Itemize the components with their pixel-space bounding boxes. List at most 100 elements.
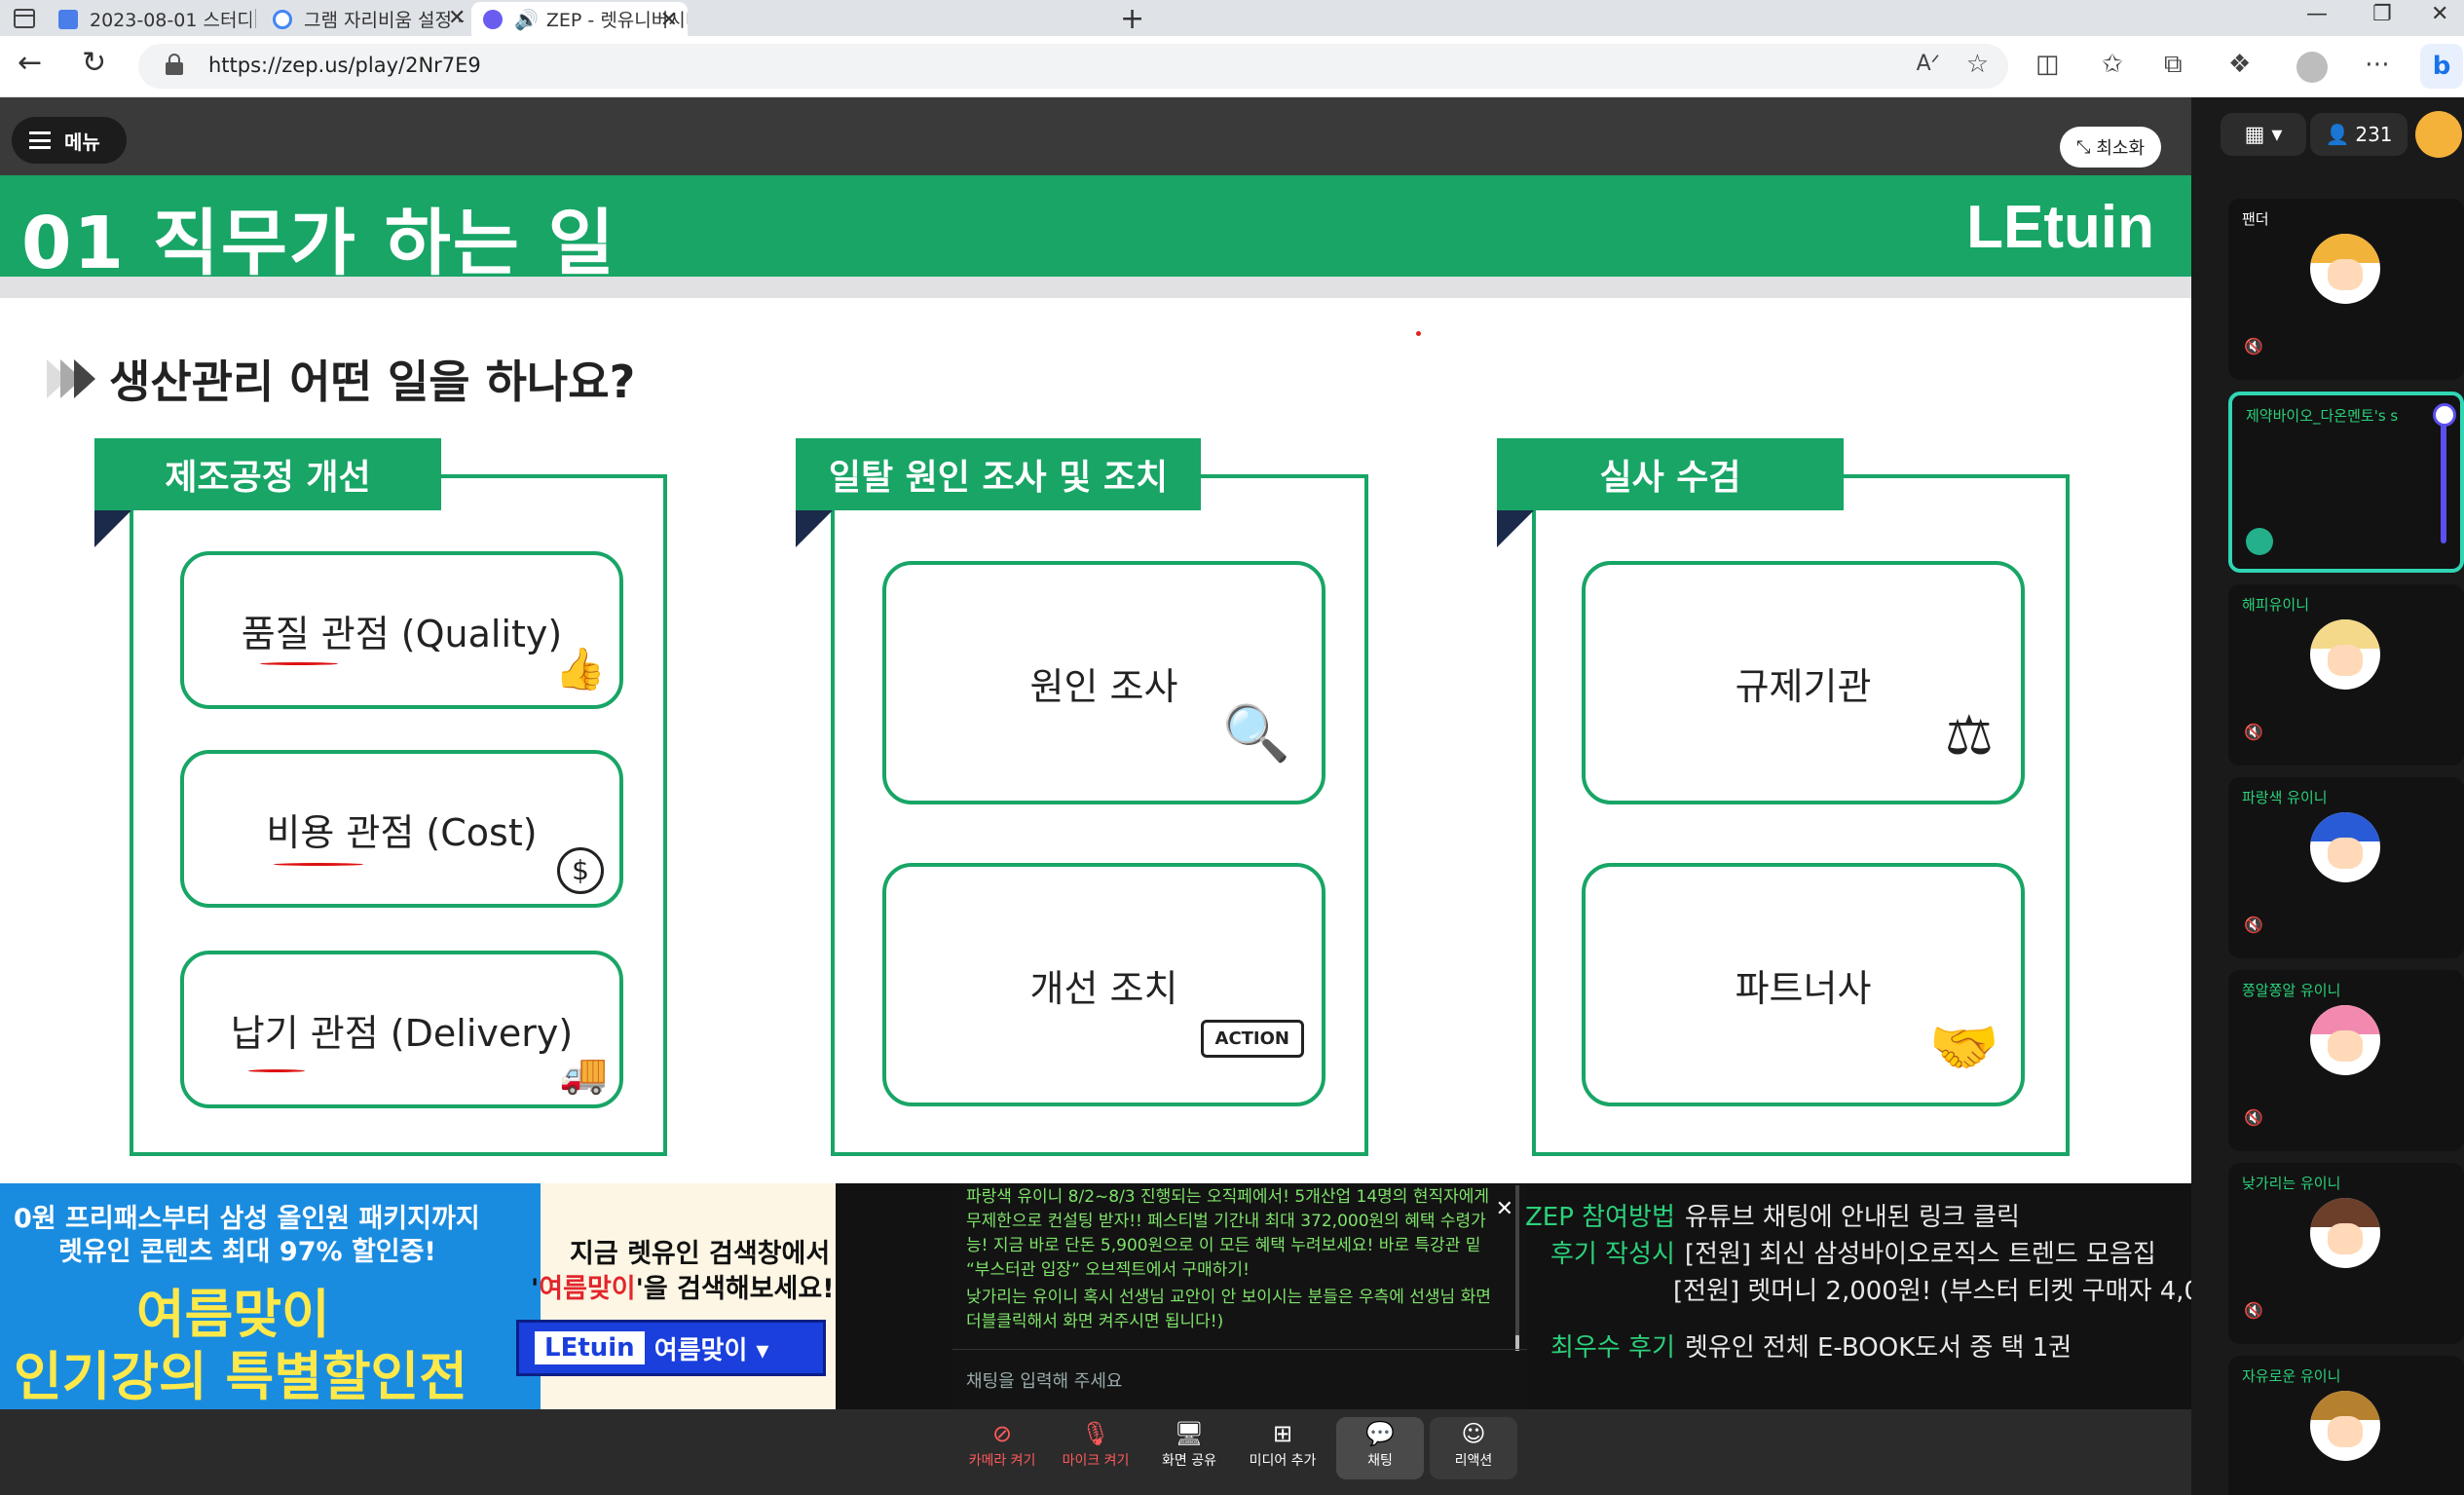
layout-grid-icon: ▦ ▾ — [2244, 122, 2283, 147]
my-avatar[interactable] — [2415, 111, 2462, 158]
close-tab-icon[interactable]: ✕ — [448, 6, 467, 30]
chat-input[interactable]: 채팅을 입력해 주세요 — [952, 1349, 1527, 1409]
more-options-icon[interactable]: ⋯ — [2365, 50, 2390, 79]
participant-tile[interactable]: 해피유이니 🔇 — [2228, 584, 2464, 766]
smile-icon: ☺ — [1461, 1420, 1486, 1447]
tab-google-search[interactable]: 그램 자리비움 설정 - Google 검 — [261, 2, 466, 36]
tab-zep[interactable]: 🔊 ZEP - 렛유니버시티 ✕ — [471, 2, 688, 36]
screen-share-button[interactable]: 🖥 화면 공유 — [1145, 1417, 1233, 1479]
ribbon-fold — [796, 510, 833, 547]
card-cost: 비용 관점 (Cost) $ — [180, 750, 623, 908]
shrink-arrows-icon: ⤡ — [2075, 136, 2091, 158]
reload-button[interactable]: ↻ — [82, 46, 107, 80]
action-button-icon: ACTION — [1200, 1020, 1304, 1058]
card-cause-investigation: 원인 조사 🔍 — [882, 561, 1325, 804]
handshake-icon: 🤝 — [1928, 1014, 1999, 1080]
thumbs-up-badge-icon: 👍 — [554, 645, 606, 692]
slide-header: 01 직무가 하는 일 LEtuin — [0, 175, 2191, 285]
participant-sidebar: ▦ ▾ 👤 231 팬더 🔇 제약바이오_다온멘토's s 해피유이니 🔇 파랑… — [2191, 97, 2464, 1495]
presentation-slide[interactable]: 01 직무가 하는 일 LEtuin 생산관리 어떤 일을 하나요? 제조공정 … — [0, 175, 2191, 1183]
new-tab-button[interactable]: + — [1120, 2, 1145, 36]
participant-tile[interactable]: 낮가리는 유이니 🔇 — [2228, 1163, 2464, 1344]
promo-left-panel — [0, 1183, 541, 1409]
url-field[interactable]: https://zep.us/play/2Nr7E9 Aᐟ ☆ — [138, 44, 2008, 89]
layout-toggle-button[interactable]: ▦ ▾ — [2221, 113, 2306, 156]
participant-tile[interactable]: 쫑알쫑알 유이니 🔇 — [2228, 970, 2464, 1151]
chevron-icon — [74, 359, 95, 398]
camera-toggle-button[interactable]: ⊘ 카메라 켜기 — [958, 1417, 1046, 1479]
slide-title: 01 직무가 하는 일 — [21, 202, 616, 285]
minimize-window-button[interactable]: — — [2306, 2, 2328, 26]
document-search-icon: 🔍 — [1222, 702, 1290, 766]
menu-button[interactable]: 메뉴 — [12, 117, 127, 164]
close-tab-icon[interactable]: ✕ — [659, 8, 678, 32]
promo-search-box: LEtuin 여름맞이 ▾ — [516, 1320, 826, 1376]
screen-share-icon: 🖥 — [1174, 1420, 1205, 1447]
back-button[interactable]: ← — [18, 46, 43, 80]
participant-tile[interactable]: 팬더 🔇 — [2228, 199, 2464, 380]
avatar — [2310, 1005, 2380, 1075]
extensions-icon[interactable]: ❖ — [2228, 50, 2252, 79]
avatar — [2310, 234, 2380, 304]
mic-off-icon: 🎙 — [1080, 1420, 1111, 1447]
participant-tile[interactable]: 자유로운 유이니 — [2228, 1356, 2464, 1495]
close-window-button[interactable]: ✕ — [2431, 2, 2449, 26]
sound-wave-icon — [2246, 528, 2273, 555]
speaker-icon[interactable]: 🔊 — [514, 7, 539, 31]
chat-icon: 💬 — [1365, 1420, 1395, 1447]
google-docs-icon — [58, 9, 78, 29]
profile-avatar[interactable] — [2296, 52, 2328, 83]
tab-study-sheet[interactable]: 2023-08-01 스터디시트 - Google — [47, 2, 251, 36]
mic-muted-icon: 🔇 — [2244, 723, 2263, 741]
scales-icon: ⚖ — [1944, 704, 1994, 767]
avatar — [2310, 1391, 2380, 1461]
delivery-truck-icon: 🚚 — [559, 1052, 608, 1097]
chat-panel: 파랑색 유이니 8/2~8/3 진행되는 오직페에서! 5개산업 14명의 현직… — [952, 1183, 1527, 1409]
game-background — [0, 97, 2191, 175]
favorites-icon[interactable]: ✩ — [2102, 50, 2123, 79]
mic-muted-icon: 🔇 — [2244, 1108, 2263, 1127]
restore-window-button[interactable]: ❐ — [2372, 2, 2392, 26]
participant-tile[interactable]: 파랑색 유이니 🔇 — [2228, 777, 2464, 958]
participant-tile-speaking[interactable]: 제약바이오_다온멘토's s — [2228, 392, 2464, 573]
mic-muted-icon: 🔇 — [2244, 1301, 2263, 1320]
media-controls: ⊘ 카메라 켜기 🎙 마이크 켜기 🖥 화면 공유 ⊞ 미디어 추가 💬 채팅 … — [0, 1409, 2191, 1495]
column-label-deviation: 일탈 원인 조사 및 조치 — [796, 438, 1201, 510]
chat-button[interactable]: 💬 채팅 — [1336, 1417, 1424, 1479]
column-label-audit: 실사 수검 — [1497, 438, 1844, 510]
tab-actions-icon[interactable] — [14, 9, 35, 28]
split-screen-icon[interactable]: ◫ — [2035, 50, 2060, 79]
participant-count-button[interactable]: 👤 231 — [2310, 113, 2408, 156]
card-quality: 품질 관점 (Quality) 👍 — [180, 551, 623, 709]
slide-subtitle-row: 생산관리 어떤 일을 하나요? — [47, 347, 635, 411]
browser-tab-bar: 2023-08-01 스터디시트 - Google 그램 자리비움 설정 - G… — [0, 0, 2464, 36]
add-media-button[interactable]: ⊞ 미디어 추가 — [1239, 1417, 1326, 1479]
hamburger-icon — [29, 131, 51, 149]
ribbon-fold — [1497, 510, 1534, 547]
read-aloud-icon[interactable]: Aᐟ — [1916, 52, 1940, 76]
favorite-star-icon[interactable]: ☆ — [1965, 50, 1989, 79]
promo-banner[interactable]: 0원 프리패스부터 삼성 올인원 패키지까지 렛유인 콘텐츠 최대 97% 할인… — [0, 1183, 836, 1409]
tab-separator — [255, 9, 256, 28]
ribbon-fold — [94, 510, 131, 547]
chat-close-icon[interactable]: ✕ — [1495, 1197, 1513, 1221]
address-bar: ← ↻ https://zep.us/play/2Nr7E9 Aᐟ ☆ ◫ ✩ … — [0, 36, 2464, 97]
volume-slider[interactable] — [2433, 403, 2456, 543]
chat-scrollbar[interactable] — [1515, 1185, 1519, 1351]
card-partner: 파트너사 🤝 — [1582, 863, 2025, 1106]
avatar — [2310, 619, 2380, 690]
zep-icon — [483, 9, 503, 29]
lock-icon — [166, 54, 183, 75]
reaction-button[interactable]: ☺ 리액션 — [1430, 1417, 1517, 1479]
google-icon — [273, 9, 292, 29]
bing-copilot-icon[interactable]: b — [2420, 44, 2463, 89]
card-delivery: 납기 관점 (Delivery) 🚚 — [180, 951, 623, 1108]
mic-toggle-button[interactable]: 🎙 마이크 켜기 — [1052, 1417, 1139, 1479]
column-label-process: 제조공정 개선 — [94, 438, 441, 510]
collections-icon[interactable]: ⧉ — [2164, 50, 2183, 79]
letuin-logo: LEtuin — [1966, 194, 2154, 261]
minimize-screen-button[interactable]: ⤡ 최소화 — [2060, 127, 2161, 168]
person-icon: 👤 — [2325, 123, 2350, 146]
